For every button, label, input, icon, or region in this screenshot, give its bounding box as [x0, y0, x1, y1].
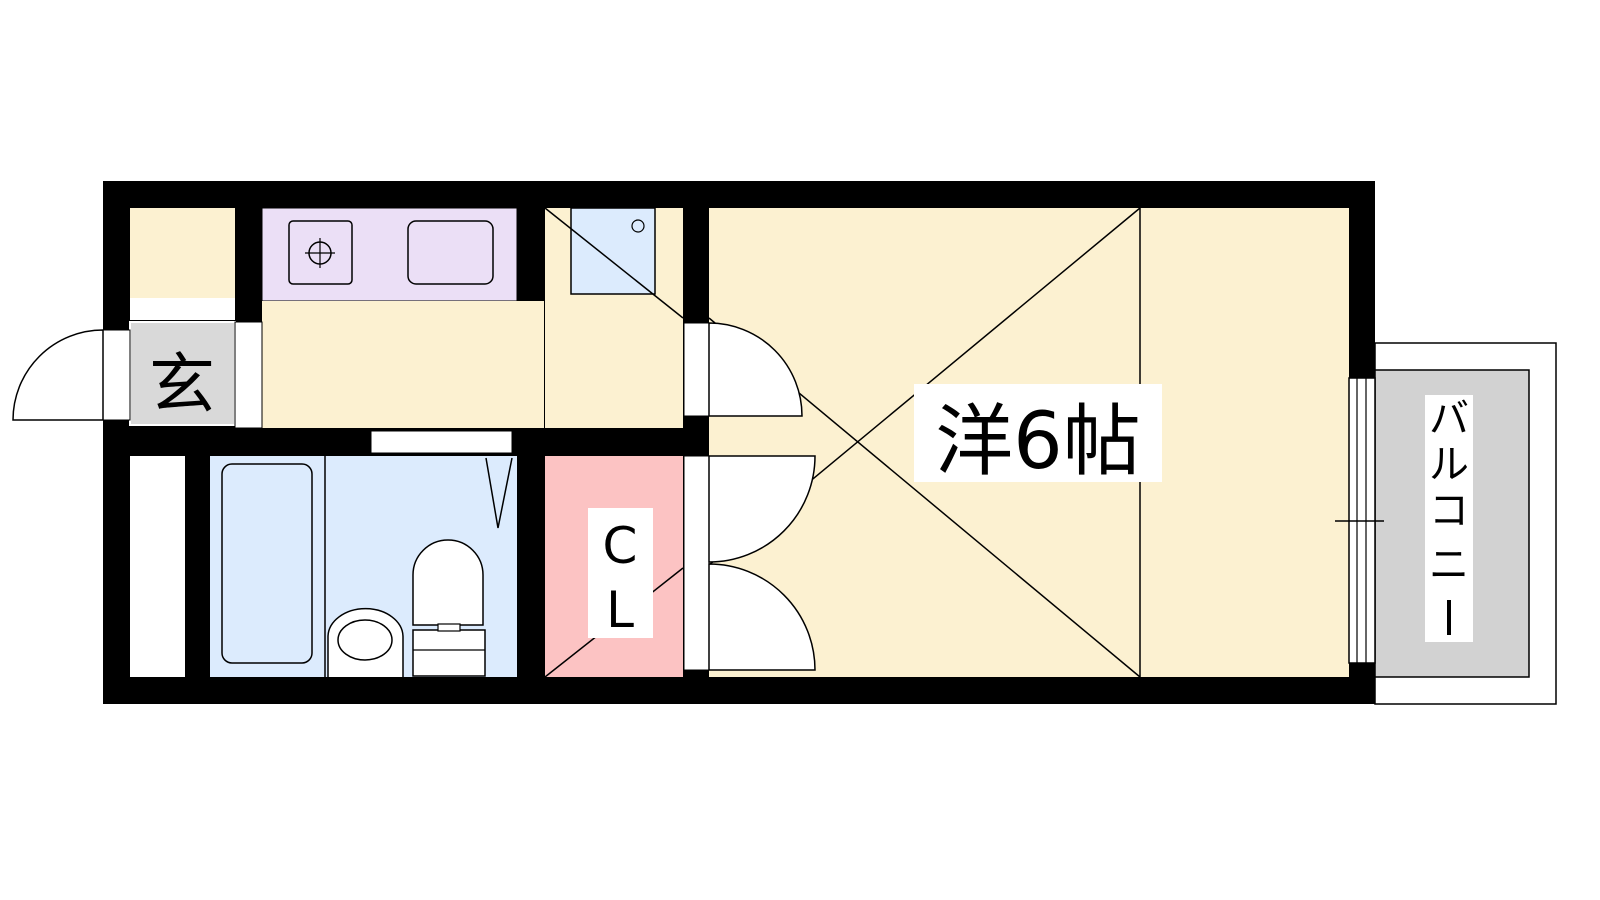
hall-door-swing: [708, 322, 803, 417]
toilet-tank-knob: [437, 623, 461, 632]
hall-door-jamb: [683, 322, 710, 417]
sink-icon: [407, 220, 494, 285]
balcony-label-char: ル: [1429, 442, 1469, 488]
main-room-label-bg: [914, 384, 1162, 482]
bath-door-opening: [370, 430, 513, 454]
kitchen-floor: [262, 301, 544, 428]
toilet-icon: [412, 539, 484, 626]
washbasin-bowl-icon: [337, 619, 393, 661]
balcony-label-char: バ: [1429, 396, 1469, 442]
closet-label-c: C: [603, 517, 638, 575]
washer-icon: [570, 207, 656, 295]
balcony-label-char: コ: [1429, 488, 1469, 534]
genkan-ledge: [130, 298, 235, 320]
bathtub-icon: [221, 463, 313, 664]
entrance-door-swing: [12, 329, 104, 421]
balcony-label-char: ニ: [1429, 542, 1469, 588]
closet-door-swing-upper: [708, 455, 816, 563]
stove-icon: [288, 220, 353, 285]
closet-door-jamb: [683, 455, 710, 671]
washer-drain-icon: [631, 219, 645, 233]
kitchen-counter: [261, 207, 518, 302]
closet-label-bg: [588, 508, 653, 638]
closet-door-swing-lower: [708, 563, 816, 671]
main-room-label: 洋6帖: [935, 397, 1141, 487]
closet-label-l: L: [606, 581, 634, 639]
entrance-label: 玄: [149, 346, 215, 423]
entrance-door-jamb: [102, 329, 131, 421]
shoe-storage-floor: [130, 456, 185, 677]
genkan-side-strip: [234, 321, 263, 429]
bath-door-leaf: [485, 457, 513, 529]
hall-diagonal: [544, 207, 684, 319]
entry-closet-floor: [130, 208, 235, 298]
toilet-tank-icon: [412, 629, 486, 677]
